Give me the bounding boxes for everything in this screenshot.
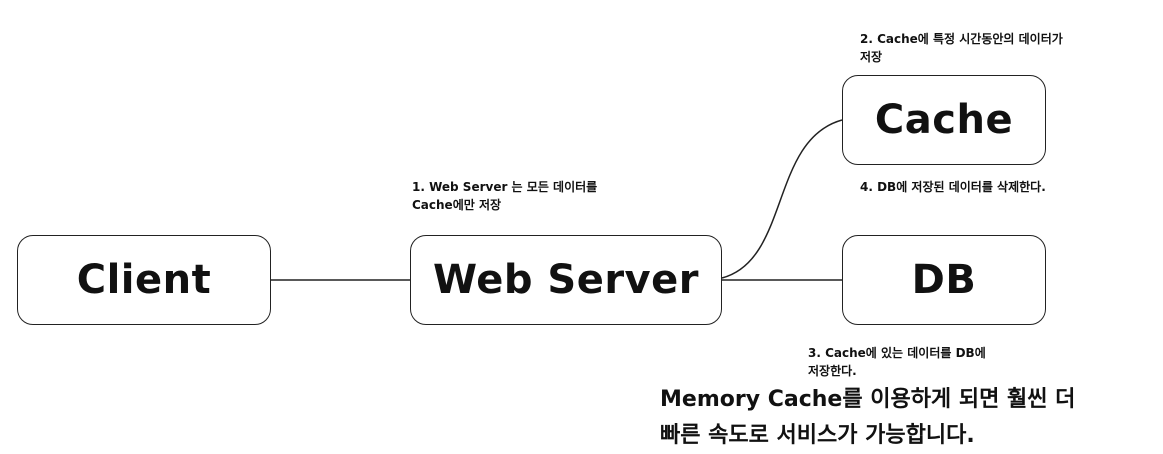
cache-node: Cache: [842, 75, 1046, 165]
annotation-step1-line1: 1. Web Server 는 모든 데이터를: [412, 180, 598, 194]
summary-text: Memory Cache를 이용하게 되면 훨씬 더 빠른 속도로 서비스가 가…: [660, 382, 1075, 454]
annotation-step2-line2: 저장: [860, 50, 883, 64]
annotation-step4: 4. DB에 저장된 데이터를 삭제한다.: [860, 178, 1046, 196]
annotation-step3-line1: 3. Cache에 있는 데이터를 DB에: [808, 346, 986, 360]
summary-line2: 빠른 속도로 서비스가 가능합니다.: [660, 423, 975, 448]
web-server-node: Web Server: [410, 235, 722, 325]
annotation-step1: 1. Web Server 는 모든 데이터를 Cache에만 저장: [412, 178, 597, 214]
db-label: DB: [911, 257, 977, 303]
client-label: Client: [76, 257, 212, 303]
edge-webserver-cache: [721, 119, 843, 279]
annotation-step1-line2: Cache에만 저장: [412, 198, 502, 212]
annotation-step2-line1: 2. Cache에 특정 시간동안의 데이터가: [860, 32, 1063, 46]
web-server-label: Web Server: [433, 257, 699, 303]
summary-line1: Memory Cache를 이용하게 되면 훨씬 더: [660, 387, 1076, 412]
db-node: DB: [842, 235, 1046, 325]
annotation-step3-line2: 저장한다.: [808, 364, 857, 378]
annotation-step3: 3. Cache에 있는 데이터를 DB에 저장한다.: [808, 344, 986, 380]
cache-label: Cache: [874, 97, 1014, 143]
annotation-step4-line1: 4. DB에 저장된 데이터를 삭제한다.: [860, 180, 1046, 194]
annotation-step2: 2. Cache에 특정 시간동안의 데이터가 저장: [860, 30, 1063, 66]
client-node: Client: [17, 235, 271, 325]
